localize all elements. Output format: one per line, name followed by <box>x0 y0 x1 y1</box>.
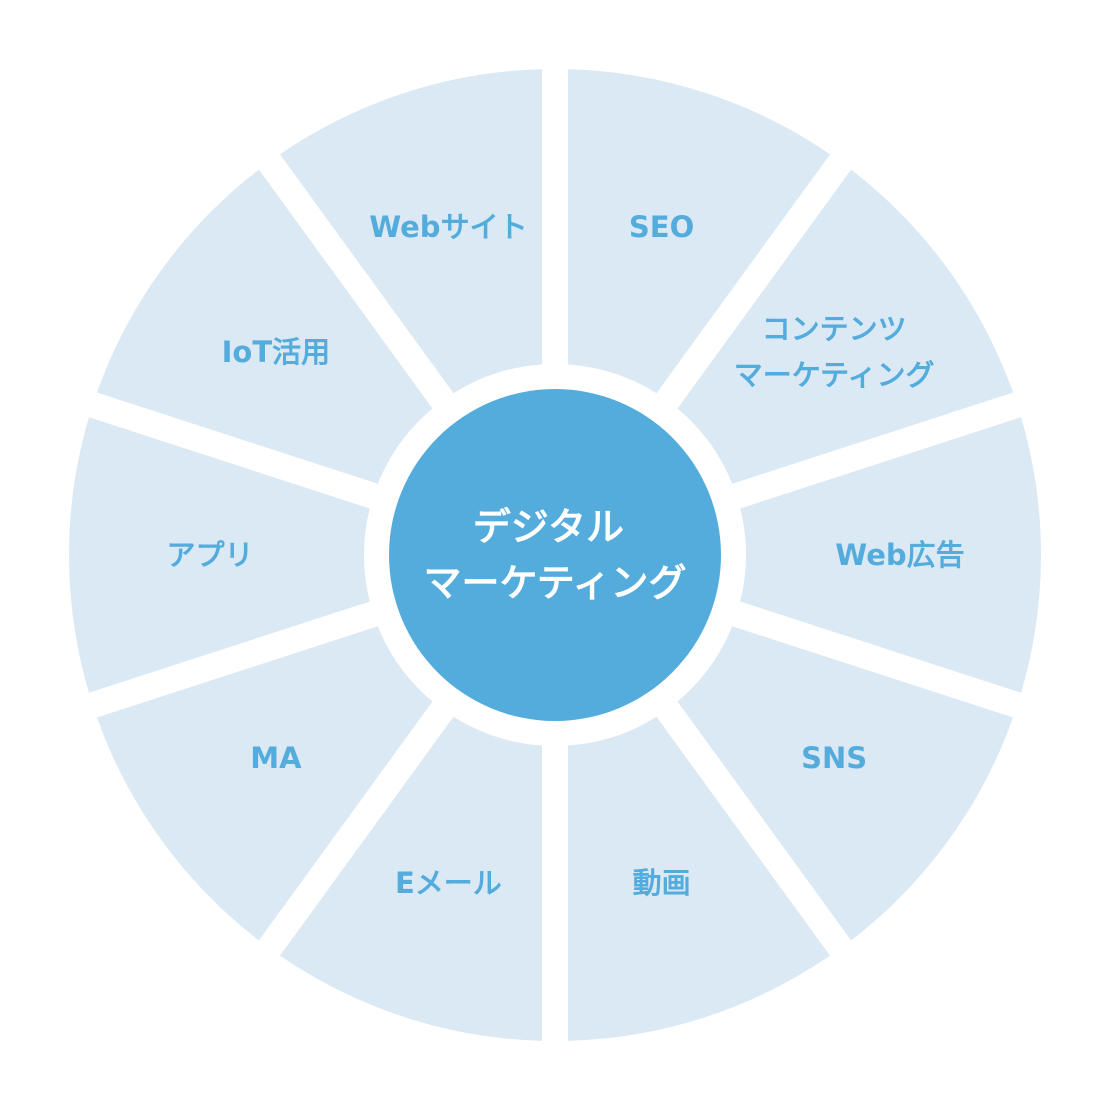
segment-label-2: コンテンツマーケティング <box>734 312 935 392</box>
segment-label-8-line-1: アプリ <box>166 538 253 572</box>
segment-9 <box>96 169 433 484</box>
segment-label-5-line-1: 動画 <box>633 866 691 900</box>
center-label-line-1: デジタル <box>473 505 624 549</box>
segment-3 <box>740 417 1041 693</box>
center-label: デジタル マーケティング <box>424 505 687 605</box>
segment-labels-layer: SEO コンテンツマーケティング Web広告 SNS 動画 Eメール MA アプリ IoT活用 W… <box>166 210 964 900</box>
segment-8 <box>68 417 370 693</box>
segment-label-7: MA <box>250 741 302 775</box>
segment-label-4-line-1: SNS <box>801 741 867 775</box>
center-label-line-2: マーケティング <box>424 561 687 605</box>
segment-label-9: IoT活用 <box>222 335 331 369</box>
segment-label-6-line-1: Eメール <box>395 866 502 900</box>
segment-label-10-line-1: Webサイト <box>369 210 527 244</box>
segment-label-7-line-1: MA <box>250 741 302 775</box>
segment-2 <box>677 169 1014 484</box>
segment-7 <box>96 626 433 941</box>
segment-label-10: Webサイト <box>369 210 527 244</box>
segment-label-5: 動画 <box>633 866 691 900</box>
segment-label-8: アプリ <box>166 538 253 572</box>
segment-label-2-line-1: コンテンツ <box>762 312 907 346</box>
segment-label-3: Web広告 <box>835 538 964 572</box>
segment-label-3-line-1: Web広告 <box>835 538 964 572</box>
segment-5 <box>567 716 831 1041</box>
center-circle <box>389 389 721 721</box>
segment-label-4: SNS <box>801 741 867 775</box>
segment-6 <box>279 716 543 1041</box>
segment-4 <box>677 626 1014 941</box>
segment-1 <box>567 69 831 394</box>
segment-label-9-line-1: IoT活用 <box>222 335 331 369</box>
segments-layer <box>68 69 1041 1041</box>
segment-label-6: Eメール <box>395 866 502 900</box>
segment-10 <box>279 69 543 394</box>
segment-label-1-line-1: SEO <box>629 210 694 244</box>
segment-label-1: SEO <box>629 210 694 244</box>
segment-label-2-line-2: マーケティング <box>734 358 935 392</box>
